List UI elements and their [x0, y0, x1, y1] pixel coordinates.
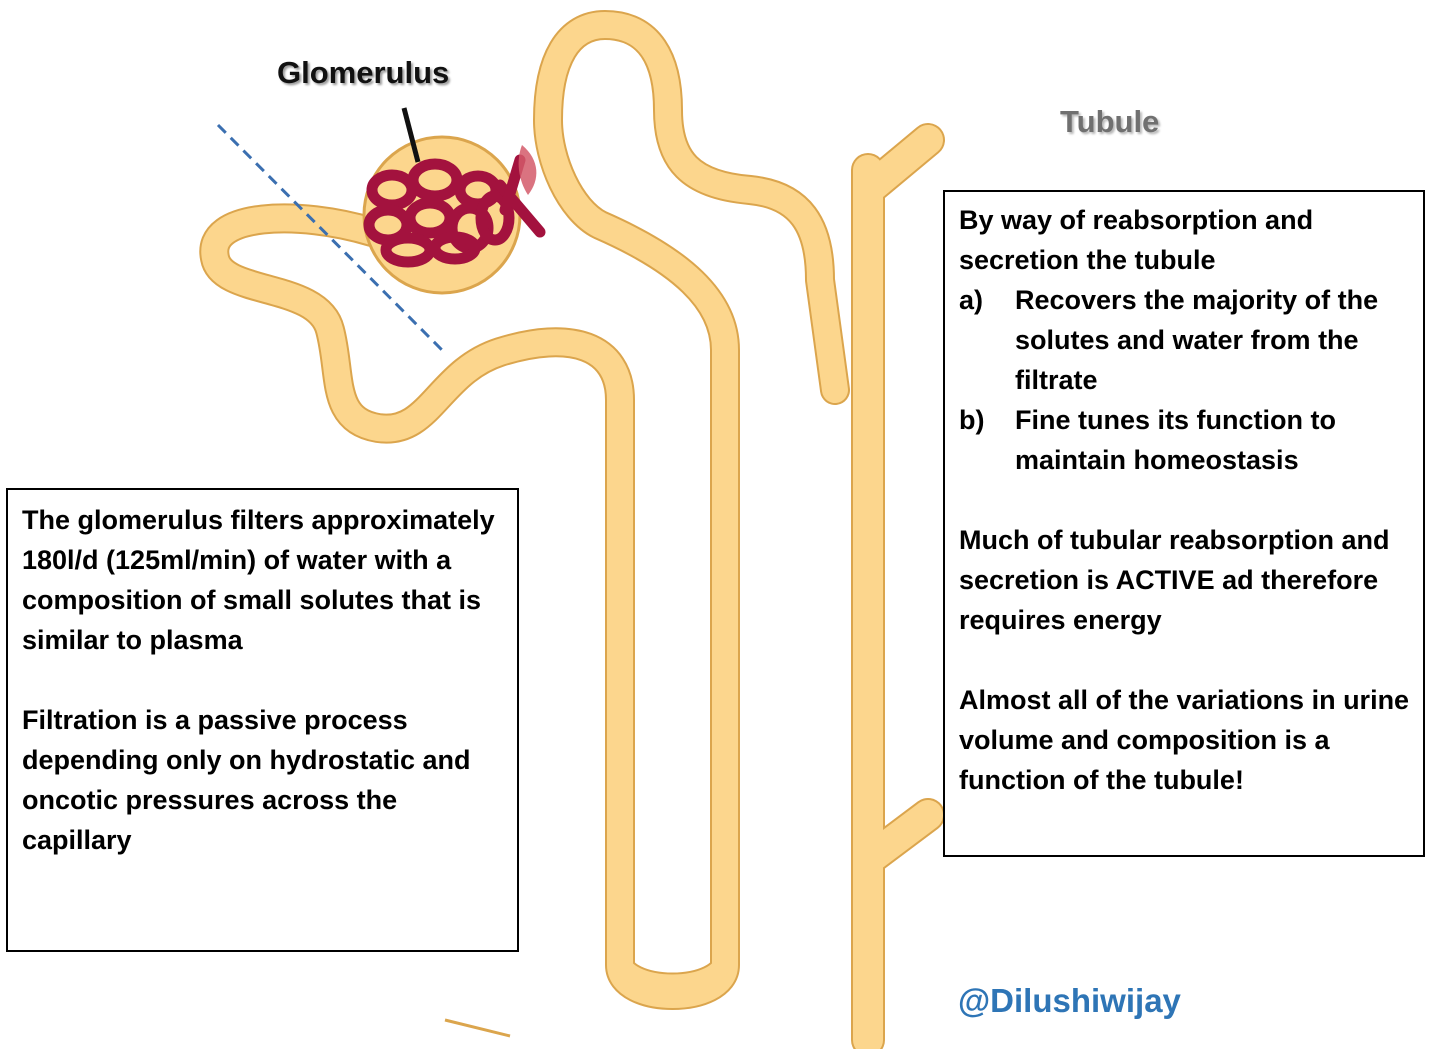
ascending-limb-outline: [533, 10, 850, 785]
ascending-limb: [535, 12, 848, 783]
collecting-duct: [853, 125, 943, 1049]
passive-process-text: Filtration is a passive process dependin…: [22, 705, 471, 855]
list-item: b) Fine tunes its function to maintain h…: [959, 400, 1417, 480]
list-item-text: Fine tunes its function to maintain home…: [1015, 405, 1336, 475]
paragraph-gap: [959, 480, 1417, 520]
tubule-label: Tubule: [1060, 104, 1160, 139]
tubule-function-list: a) Recovers the majority of the solutes …: [959, 280, 1417, 480]
paragraph-gap: [22, 660, 509, 700]
author-handle: @Dilushiwijay: [958, 982, 1181, 1019]
active-transport-text: Much of tubular reabsorption and secreti…: [959, 525, 1390, 635]
capillary-tuft: [363, 154, 546, 268]
arteriole-tip: [518, 145, 537, 195]
glomerulus-pointer: [401, 107, 421, 163]
list-item-text: Recovers the majority of the solutes and…: [1015, 285, 1379, 395]
list-marker: a): [959, 285, 984, 315]
glomerulus-label: Glomerulus: [277, 55, 450, 90]
list-item: a) Recovers the majority of the solutes …: [959, 280, 1417, 400]
loop-of-henle-outline: [605, 505, 740, 1010]
list-marker: b): [959, 405, 985, 435]
paragraph-gap: [959, 640, 1417, 680]
urine-variation-text: Almost all of the variations in urine vo…: [959, 685, 1410, 795]
thin-limb-outline: [609, 534, 736, 995]
loop-of-henle: [607, 507, 738, 1008]
glomerulus-filtration-text: The glomerulus filters approximately 180…: [22, 505, 495, 655]
vessel-fragment: [444, 1018, 511, 1038]
tubule-intro-text: By way of reabsorption and secretion the…: [959, 205, 1314, 275]
tubule-info-box: By way of reabsorption and secretion the…: [943, 190, 1425, 857]
glomerulus-info-box: The glomerulus filters approximately 180…: [6, 488, 519, 952]
tubule-drawing: [199, 10, 945, 1049]
proximal-tubule: [201, 205, 633, 533]
thin-limb: [611, 536, 734, 993]
